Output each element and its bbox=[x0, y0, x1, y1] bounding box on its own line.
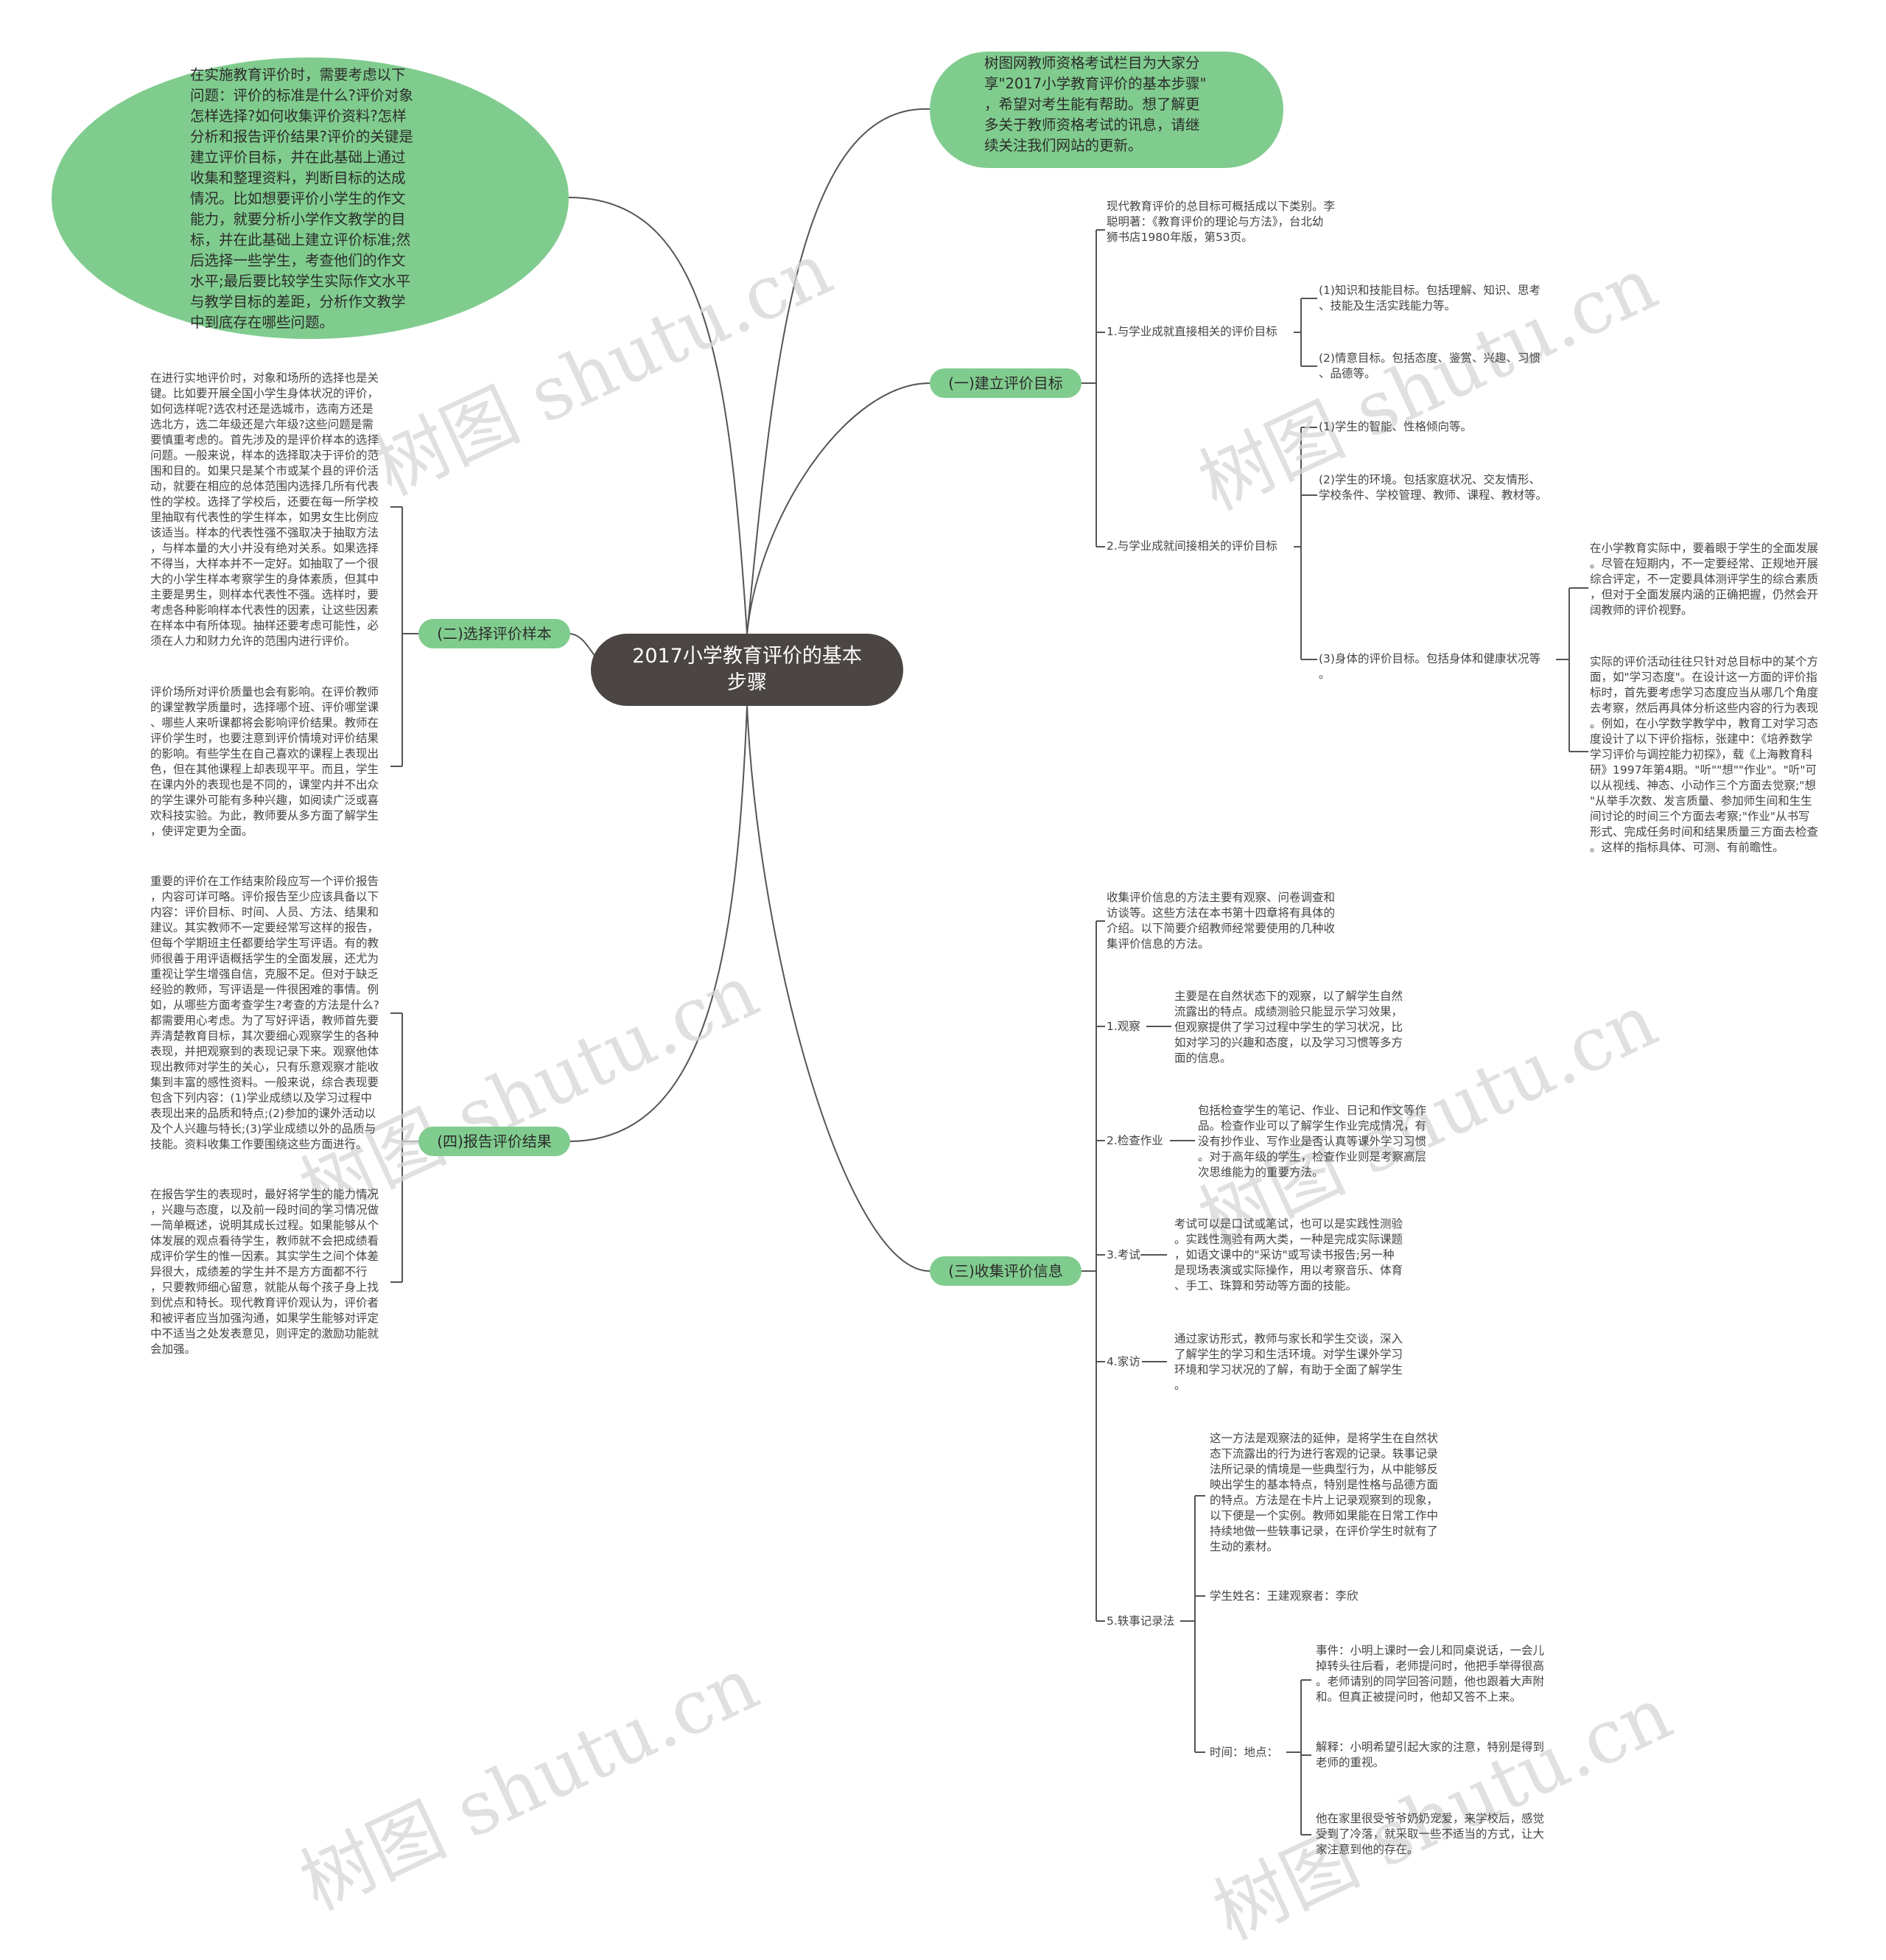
b3-method-homework[interactable]: 2.检查作业 bbox=[1107, 1134, 1163, 1147]
link-root-b4 bbox=[568, 705, 748, 1142]
b1-indirect[interactable]: 2.与学业成就间接相关的评价目标 bbox=[1107, 539, 1277, 553]
b3-anecdote-event: 事件：小明上课时一会儿和同桌说话，一会儿 掉转头往后看，老师提问时，他把手举得很… bbox=[1316, 1644, 1545, 1704]
considerations-text: 在实施教育评价时，需要考虑以下 问题：评价的标准是什么?评价对象 怎样选择?如何… bbox=[190, 66, 413, 331]
b3-summary: 收集评价信息的方法主要有观察、问卷调查和 访谈等。这些方法在本书第十四章将有具体… bbox=[1107, 891, 1336, 951]
b3-method-visit[interactable]: 4.家访 bbox=[1107, 1355, 1140, 1368]
b3-method-observe-text: 主要是在自然状态下的观察，以了解学生自然 流露出的特点。成绩测验只能显示学习效果… bbox=[1174, 990, 1403, 1065]
b3-anecdote-explain: 解释：小明希望引起大家的注意，特别是得到 老师的重视。 bbox=[1316, 1740, 1545, 1769]
branch-report-results[interactable]: (四)报告评价结果 bbox=[418, 1127, 570, 1156]
root-title: 2017小学教育评价的基本 步骤 bbox=[632, 645, 862, 694]
b2-text-1: 在进行实地评价时，对象和场所的选择也是关 键。比如要开展全国小学生身体状况的评价… bbox=[150, 371, 379, 648]
intro-text: 树图网教师资格考试栏目为大家分 享"2017小学教育评价的基本步骤" ，希望对考… bbox=[984, 55, 1207, 154]
b3-method-visit-text: 通过家访形式，教师与家长和学生交谈，深入 了解学生的学习和生活环境。对学生课外学… bbox=[1174, 1332, 1403, 1392]
b1-direct-1: (1)知识和技能目标。包括理解、知识、思考 、技能及生活实践能力等。 bbox=[1319, 284, 1540, 312]
b1-indirect-1: (1)学生的智能、性格倾向等。 bbox=[1319, 420, 1472, 433]
branch-build-goals[interactable]: (一)建立评价目标 bbox=[930, 368, 1082, 398]
b1-indirect-2: (2)学生的环境。包括家庭状况、交友情形、 学校条件、学校管理、教师、课程、教材… bbox=[1319, 473, 1548, 502]
b1-direct[interactable]: 1.与学业成就直接相关的评价目标 bbox=[1107, 325, 1277, 338]
b3-method-anecdote[interactable]: 5.轶事记录法 bbox=[1107, 1614, 1175, 1628]
b3-anecdote-home: 他在家里很受爷爷奶奶宠爱，来学校后，感觉 受到了冷落，就采取一些不适当的方式，让… bbox=[1316, 1812, 1545, 1856]
b1-direct-2: (2)情意目标。包括态度、鉴赏、兴趣、习惯 、品德等。 bbox=[1319, 351, 1540, 380]
link-root-intro bbox=[746, 108, 930, 634]
considerations-bubble[interactable] bbox=[52, 57, 569, 339]
b3-anecdote-time[interactable]: 时间：地点： bbox=[1210, 1746, 1279, 1759]
link-root-considerations bbox=[568, 197, 748, 634]
b3-method-observe[interactable]: 1.观察 bbox=[1107, 1020, 1140, 1033]
b4-text-1: 重要的评价在工作结束阶段应写一个评价报告 ，内容可详可略。评价报告至少应该具备以… bbox=[150, 875, 379, 1151]
b3-method-homework-text: 包括检查学生的笔记、作业、日记和作文等作 品。检查作业可以了解学生作业完成情况，… bbox=[1198, 1104, 1427, 1179]
b1-indirect-3[interactable]: (3)身体的评价目标。包括身体和健康状况等 。 bbox=[1319, 652, 1540, 681]
b1-summary: 现代教育评价的总目标可概括成以下类别。李 聪明著：《教育评价的理论与方法》，台北… bbox=[1107, 200, 1336, 244]
b2-text-2: 评价场所对评价质量也会有影响。在评价教师 的课堂教学质量时，选择哪个班、评价哪堂… bbox=[150, 685, 379, 838]
b4-text-2: 在报告学生的表现时，最好将学生的能力情况 ，兴趣与态度，以及前一段时间的学习情况… bbox=[150, 1188, 379, 1356]
b3-anecdote-text: 这一方法是观察法的延伸，是将学生在自然状 态下流露出的行为进行客观的记录。轶事记… bbox=[1210, 1432, 1439, 1553]
b1-indirect-3a: 在小学教育实际中，要着眼于学生的全面发展 。尽管在短期内，不一定要经常、正规地开… bbox=[1590, 542, 1819, 617]
intro-bubble[interactable] bbox=[930, 52, 1283, 168]
link-root-b1 bbox=[746, 382, 930, 634]
b3-method-exam-text: 考试可以是口试或笔试，也可以是实践性测验 。实践性测验有两大类，一种是完成实际课… bbox=[1174, 1217, 1403, 1292]
b3-method-exam[interactable]: 3.考试 bbox=[1107, 1248, 1140, 1261]
root-node[interactable]: 2017小学教育评价的基本 步骤 bbox=[591, 634, 903, 706]
branch-collect-info[interactable]: (三)收集评价信息 bbox=[930, 1256, 1082, 1286]
b3-anecdote-student: 学生姓名：王建观察者：李欣 bbox=[1210, 1589, 1359, 1603]
b1-indirect-3b: 实际的评价活动往往只针对总目标中的某个方 面，如"学习态度"。在设计这一方面的评… bbox=[1590, 655, 1819, 854]
link-root-b3 bbox=[746, 705, 930, 1272]
connector-lines bbox=[390, 108, 1588, 1835]
branch-select-sample[interactable]: (二)选择评价样本 bbox=[418, 619, 570, 648]
